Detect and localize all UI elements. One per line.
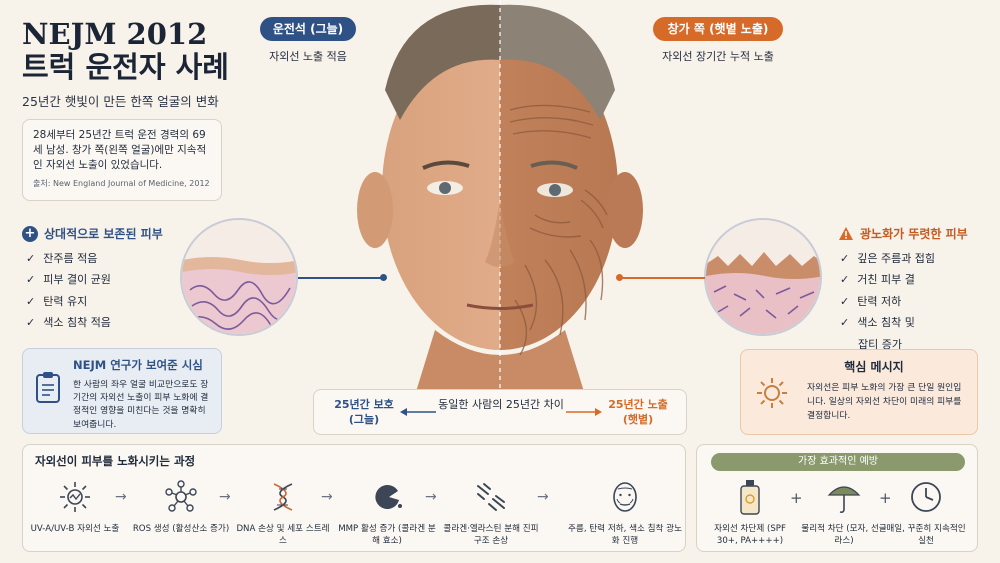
clock-icon bbox=[911, 482, 941, 512]
prevention-item-label: 매일, 꾸준히 지속적인 실천 bbox=[886, 524, 966, 547]
process-step: ROS 생성 (활성산소 증가) bbox=[131, 477, 231, 535]
comparison-protected: 25년간 보호 (그늘) bbox=[334, 398, 394, 426]
plus-icon: + bbox=[22, 225, 38, 242]
arrow-right-icon: → bbox=[425, 489, 437, 505]
page-title: NEJM 2012 트럭 운전자 사례 bbox=[22, 17, 322, 85]
photoaging-heading-text: 광노화가 뚜렷한 피부 bbox=[860, 227, 968, 241]
comparison-card: 25년간 보호 (그늘) 동일한 사람의 25년간 차이 25년간 노출 (햇볕… bbox=[313, 389, 687, 435]
comparison-middle: 동일한 사람의 25년간 차이 bbox=[438, 398, 564, 411]
process-step: 주름, 탄력 저하, 색소 침착 광노화 진행 bbox=[567, 477, 683, 548]
arrow-right-icon: → bbox=[537, 489, 549, 505]
list-item-continuation: 잡티 증가 bbox=[858, 337, 902, 351]
clipboard-icon bbox=[36, 372, 60, 403]
insight-heading: NEJM 연구가 보여준 시심 bbox=[73, 358, 203, 372]
nejm-insight-card: NEJM 연구가 보여준 시심 한 사람의 좌우 얼굴 비교만으로도 장기간의 … bbox=[22, 348, 222, 434]
prevention-item-label: 자외선 차단제 (SPF 30+, PA++++) bbox=[714, 524, 786, 547]
skin-layers-icon bbox=[182, 220, 296, 334]
process-step: MMP 활성 증가 (콜라겐 분해 효소) bbox=[337, 477, 437, 548]
sun-side-label: 창가 쪽 (햇볕 노출) bbox=[653, 17, 783, 41]
split-face-illustration bbox=[345, 0, 655, 395]
face-image bbox=[357, 0, 643, 395]
list-item: 탄력 유지 bbox=[26, 291, 111, 312]
list-item: 색소 침착 적음 bbox=[26, 312, 111, 333]
intro-text: 28세부터 25년간 트럭 운전 경력의 69세 남성. 창가 쪽(왼쪽 얼굴)… bbox=[33, 129, 207, 172]
title-line-2: 트럭 운전자 사례 bbox=[22, 50, 229, 85]
process-step: UV-A/UV-B 자외선 노출 bbox=[25, 477, 125, 535]
prevention-item: 매일, 꾸준히 지속적인 실천 bbox=[883, 477, 969, 548]
photoaging-checklist: 깊은 주름과 접힘 거친 피부 결 탄력 저하 색소 침착 및 잡티 증가 bbox=[840, 248, 935, 355]
umbrella-icon bbox=[827, 486, 861, 513]
prevention-item: 자외선 차단제 (SPF 30+, PA++++) bbox=[707, 477, 793, 548]
arrow-right-icon bbox=[566, 408, 602, 416]
ros-molecule-icon bbox=[165, 480, 197, 512]
list-item: 색소 침착 및 bbox=[840, 312, 935, 333]
warning-icon bbox=[839, 227, 853, 240]
right-connector-dot bbox=[616, 274, 623, 281]
process-step: DNA 손상 및 세포 스트레스 bbox=[233, 477, 333, 548]
arrow-right-icon: → bbox=[219, 489, 231, 505]
process-step-label: 주름, 탄력 저하, 색소 침착 광노화 진행 bbox=[568, 524, 682, 547]
sunscreen-icon bbox=[740, 480, 760, 515]
page-subtitle: 25년간 햇빛이 만든 한쪽 얼굴의 변화 bbox=[22, 94, 219, 109]
title-line-1: NEJM 2012 bbox=[22, 17, 208, 51]
aging-process-card: 자외선이 피부를 노화시키는 과정 UV-A/UV-B 자외선 노출 → ROS… bbox=[22, 444, 686, 552]
left-connector-line bbox=[298, 277, 383, 279]
arrow-right-icon: → bbox=[115, 489, 127, 505]
broken-fiber-icon bbox=[477, 483, 505, 511]
list-item: 잔주름 적음 bbox=[26, 248, 111, 269]
prevention-item: 물리적 차단 (모자, 선글라스) bbox=[801, 477, 887, 548]
process-step-label: 콜라겐·엘라스틴 분해 진피 구조 손상 bbox=[443, 524, 539, 547]
sun-icon bbox=[757, 378, 787, 408]
comparison-exposed: 25년간 노출 (햇볕) bbox=[608, 398, 668, 426]
list-item: 피부 결이 균원 bbox=[26, 269, 111, 290]
photoaged-skin-cross-section bbox=[704, 218, 822, 336]
shade-side-label: 운전석 (그늘) bbox=[260, 17, 356, 41]
process-step-label: MMP 활성 증가 (콜라겐 분해 효소) bbox=[338, 524, 436, 547]
key-message-body: 자외선은 피부 노화의 가장 큰 단일 원인입니다. 일상의 자외선 차단이 미… bbox=[807, 383, 962, 422]
healthy-skin-cross-section bbox=[180, 218, 298, 336]
process-step-label: UV-A/UV-B 자외선 노출 bbox=[30, 524, 120, 534]
list-item: 탄력 저하 bbox=[840, 291, 935, 312]
preserved-skin-heading: + 상대적으로 보존된 피부 bbox=[22, 225, 163, 242]
shade-side-sublabel: 자외선 노출 적음 bbox=[269, 50, 347, 63]
photoaging-heading: 광노화가 뚜렷한 피부 bbox=[838, 225, 968, 242]
process-heading: 자외선이 피부를 노화시키는 과정 bbox=[35, 454, 196, 468]
prevention-card: 가장 효과적인 예방 자외선 차단제 (SPF 30+, PA++++) + 물… bbox=[696, 444, 978, 552]
arrow-left-icon bbox=[400, 408, 436, 416]
key-message-heading: 핵심 메시지 bbox=[844, 360, 904, 374]
mmp-enzyme-icon bbox=[375, 484, 402, 509]
key-message-card: 핵심 메시지 자외선은 피부 노화의 가장 큰 단일 원인입니다. 일상의 자외… bbox=[740, 349, 978, 435]
dna-icon bbox=[273, 483, 293, 511]
process-step: 콜라겐·엘라스틴 분해 진피 구조 손상 bbox=[441, 477, 541, 548]
list-item: 거친 피부 결 bbox=[840, 269, 935, 290]
prevention-heading: 가장 효과적인 예방 bbox=[711, 453, 965, 471]
list-item: 깊은 주름과 접힘 bbox=[840, 248, 935, 269]
insight-body: 한 사람의 좌우 얼굴 비교만으로도 장기간의 자외선 노출이 피부 노화에 결… bbox=[73, 380, 209, 430]
damaged-skin-layers-icon bbox=[706, 220, 820, 334]
right-connector-line bbox=[620, 277, 705, 279]
prevention-item-label: 물리적 차단 (모자, 선글라스) bbox=[801, 524, 887, 547]
preserved-heading-text: 상대적으로 보존된 피부 bbox=[44, 227, 163, 241]
aged-face-icon bbox=[613, 482, 637, 512]
left-connector-dot bbox=[380, 274, 387, 281]
plus-icon: + bbox=[879, 489, 892, 507]
preserved-checklist: 잔주름 적음 피부 결이 균원 탄력 유지 색소 침착 적음 bbox=[26, 248, 111, 334]
sun-side-sublabel: 자외선 장기간 누적 노출 bbox=[662, 50, 774, 63]
uv-sun-icon bbox=[60, 482, 90, 512]
process-step-label: DNA 손상 및 세포 스트레스 bbox=[236, 524, 330, 547]
arrow-right-icon: → bbox=[321, 489, 333, 505]
plus-icon: + bbox=[790, 489, 803, 507]
intro-source: 출처: New England Journal of Medicine, 201… bbox=[33, 178, 210, 188]
process-step-label: ROS 생성 (활성산소 증가) bbox=[132, 524, 230, 534]
intro-card: 28세부터 25년간 트럭 운전 경력의 69세 남성. 창가 쪽(왼쪽 얼굴)… bbox=[22, 119, 222, 201]
